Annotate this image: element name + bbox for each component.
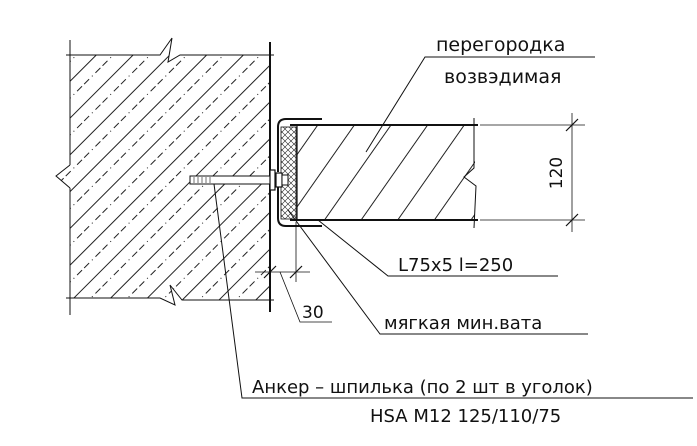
partition-label-line2: возвэдимая <box>444 66 561 88</box>
partition-wall <box>295 118 478 229</box>
wool-label: мягкая мин.вата <box>384 313 542 334</box>
dimension-height <box>480 113 585 232</box>
dimension-gap <box>255 222 332 323</box>
dimension-height-label: 120 <box>547 157 567 189</box>
partition-label-line1: перегородка <box>436 34 565 56</box>
leader-lines <box>213 56 693 399</box>
anchor-label: Анкер – шпилька (по 2 шт в уголок) <box>252 377 593 398</box>
angle-label: L75x5 l=250 <box>398 255 513 276</box>
dimension-gap-label: 30 <box>302 303 324 323</box>
anchor-spec-label: HSA M12 125/110/75 <box>370 406 561 427</box>
concrete-wall <box>55 37 274 315</box>
mineral-wool <box>280 126 297 220</box>
anchor-stud <box>189 169 289 191</box>
